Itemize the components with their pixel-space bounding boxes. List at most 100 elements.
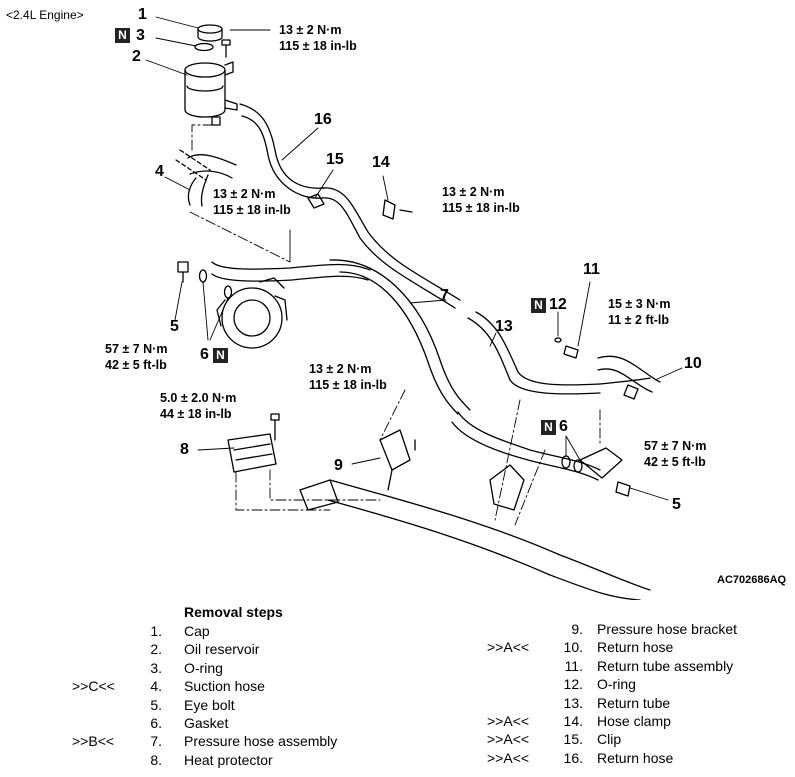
suction-hose [175,149,237,207]
new-part-mark-6-left: N [213,348,228,363]
callout-8: 8 [180,441,189,458]
return-tube-fitting [554,337,579,359]
step-number: 8. [150,751,162,768]
new-part-mark-3: N [115,28,130,43]
step-part-name: Return tube [597,694,671,711]
torque-spec-eye-bolt-left: 57 ± 7 N·m 42 ± 5 ft-lb [105,342,168,372]
callout-12: 12 [549,296,567,313]
removal-step-row: 3. O-ring [72,659,392,677]
step-reference-mark: >>A<< [487,639,530,656]
removal-step-row: 12. O-ring [487,675,795,693]
step-part-name: Return tube assembly [597,657,734,674]
torque-spec-reservoir-bolt: 13 ± 2 N·m 115 ± 18 in-lb [279,23,357,53]
engine-label: <2.4L Engine> [6,8,84,22]
callout-13: 13 [495,318,513,335]
callout-4: 4 [155,163,164,180]
callout-16: 16 [314,111,332,128]
step-number: 3. [150,659,162,676]
step-part-name: Gasket [184,715,229,731]
step-part-name: Hose clamp [597,713,671,729]
removal-step-row: >>A<< 10. Return hose [487,638,795,656]
new-part-mark-6-right: N [541,420,556,435]
step-number: 13. [563,694,583,711]
exploded-view-drawing [145,16,683,600]
step-number: 5. [150,696,162,713]
callout-9: 9 [334,457,343,474]
hose-clamp-14 [382,199,413,220]
step-number: 9. [571,621,583,637]
step-number: 1. [150,623,162,639]
step-part-name: O-ring [184,659,223,676]
step-part-name: O-ring [597,676,636,693]
step-reference-mark: >>A<< [487,731,530,748]
callout-11: 11 [583,261,600,278]
callout-7: 7 [440,287,449,304]
step-number: 16. [563,749,583,766]
step-part-name: Cap [184,623,210,639]
o-ring-3 [194,42,214,52]
step-part-name: Return hose [597,639,674,656]
step-number: 12. [563,676,583,693]
callout-2: 2 [132,48,141,65]
removal-step-row: 9. Pressure hose bracket [487,620,795,638]
step-number: 11. [564,657,583,674]
step-part-name: Suction hose [184,678,265,695]
step-part-name: Clip [597,731,622,748]
callout-6-left: 6 [200,346,209,363]
step-part-name: Pressure hose assembly [184,733,338,750]
callout-3: 3 [136,27,145,44]
torque-spec-hose-bracket: 13 ± 2 N·m 115 ± 18 in-lb [309,362,387,392]
removal-step-row: 5. Eye bolt [72,696,392,714]
removal-step-row: >>A<<14.Hose clamp [487,712,795,730]
step-reference-mark: >>A<< [487,713,530,729]
torque-spec-hose-clamp: 13 ± 2 N·m 115 ± 18 in-lb [442,185,520,215]
new-part-mark-12: N [531,298,546,313]
reservoir-bolt [221,39,231,58]
clip-15 [307,193,325,209]
callout-15: 15 [326,151,344,168]
removal-step-row: 8. Heat protector [72,751,392,769]
return-tube [467,311,651,395]
leader-lines [145,16,683,501]
steering-gear [299,464,651,600]
alignment-lines [189,124,601,526]
removal-step-row: >>A<< 16. Return hose [487,749,795,767]
step-number: 15. [563,731,583,748]
step-part-name: Pressure hose bracket [597,621,738,637]
heat-protector [227,413,280,473]
torque-spec-suction-bolt: 13 ± 2 N·m 115 ± 18 in-lb [213,187,291,217]
removal-step-row: >>C<< 4. Suction hose [72,677,392,695]
removal-step-row: 1. Cap [72,622,392,640]
removal-step-row: 13. Return tube [487,694,795,712]
torque-spec-heat-protector: 5.0 ± 2.0 N·m 44 ± 18 in-lb [160,391,237,421]
step-number: 2. [150,641,162,658]
step-number: 6. [150,715,162,731]
figure-code: AC702686AQ [717,574,787,586]
return-hose-10 [597,355,661,400]
removal-step-row: 2. Oil reservoir [72,640,392,658]
step-part-name: Return hose [597,749,674,766]
step-number: 4. [150,678,162,695]
removal-step-row: >>B<<7.Pressure hose assembly [72,732,392,750]
step-part-name: Oil reservoir [184,641,260,658]
torque-spec-return-tube: 15 ± 3 N·m 11 ± 2 ft-lb [608,297,671,327]
pressure-hose-bracket [379,429,416,491]
step-part-name: Eye bolt [184,696,235,713]
step-reference-mark: >>A<< [487,749,530,766]
callout-5-right: 5 [672,496,681,513]
callout-5-left: 5 [170,318,179,335]
step-reference-mark: >>C<< [72,678,115,695]
removal-steps-title: Removal steps [184,604,283,620]
reservoir-cap [197,24,223,42]
callout-1: 1 [138,6,147,23]
return-hose-16 [239,103,461,309]
removal-step-row: 11. Return tube assembly [487,657,795,675]
oil-reservoir [184,61,238,126]
oil-pump [216,277,288,349]
step-part-name: Heat protector [184,751,273,768]
callout-14: 14 [372,154,390,171]
removal-step-row: >>A<< 15. Clip [487,730,795,748]
step-reference-mark: >>B<< [72,733,115,750]
step-number: 10. [563,639,583,656]
callout-10: 10 [684,355,702,372]
